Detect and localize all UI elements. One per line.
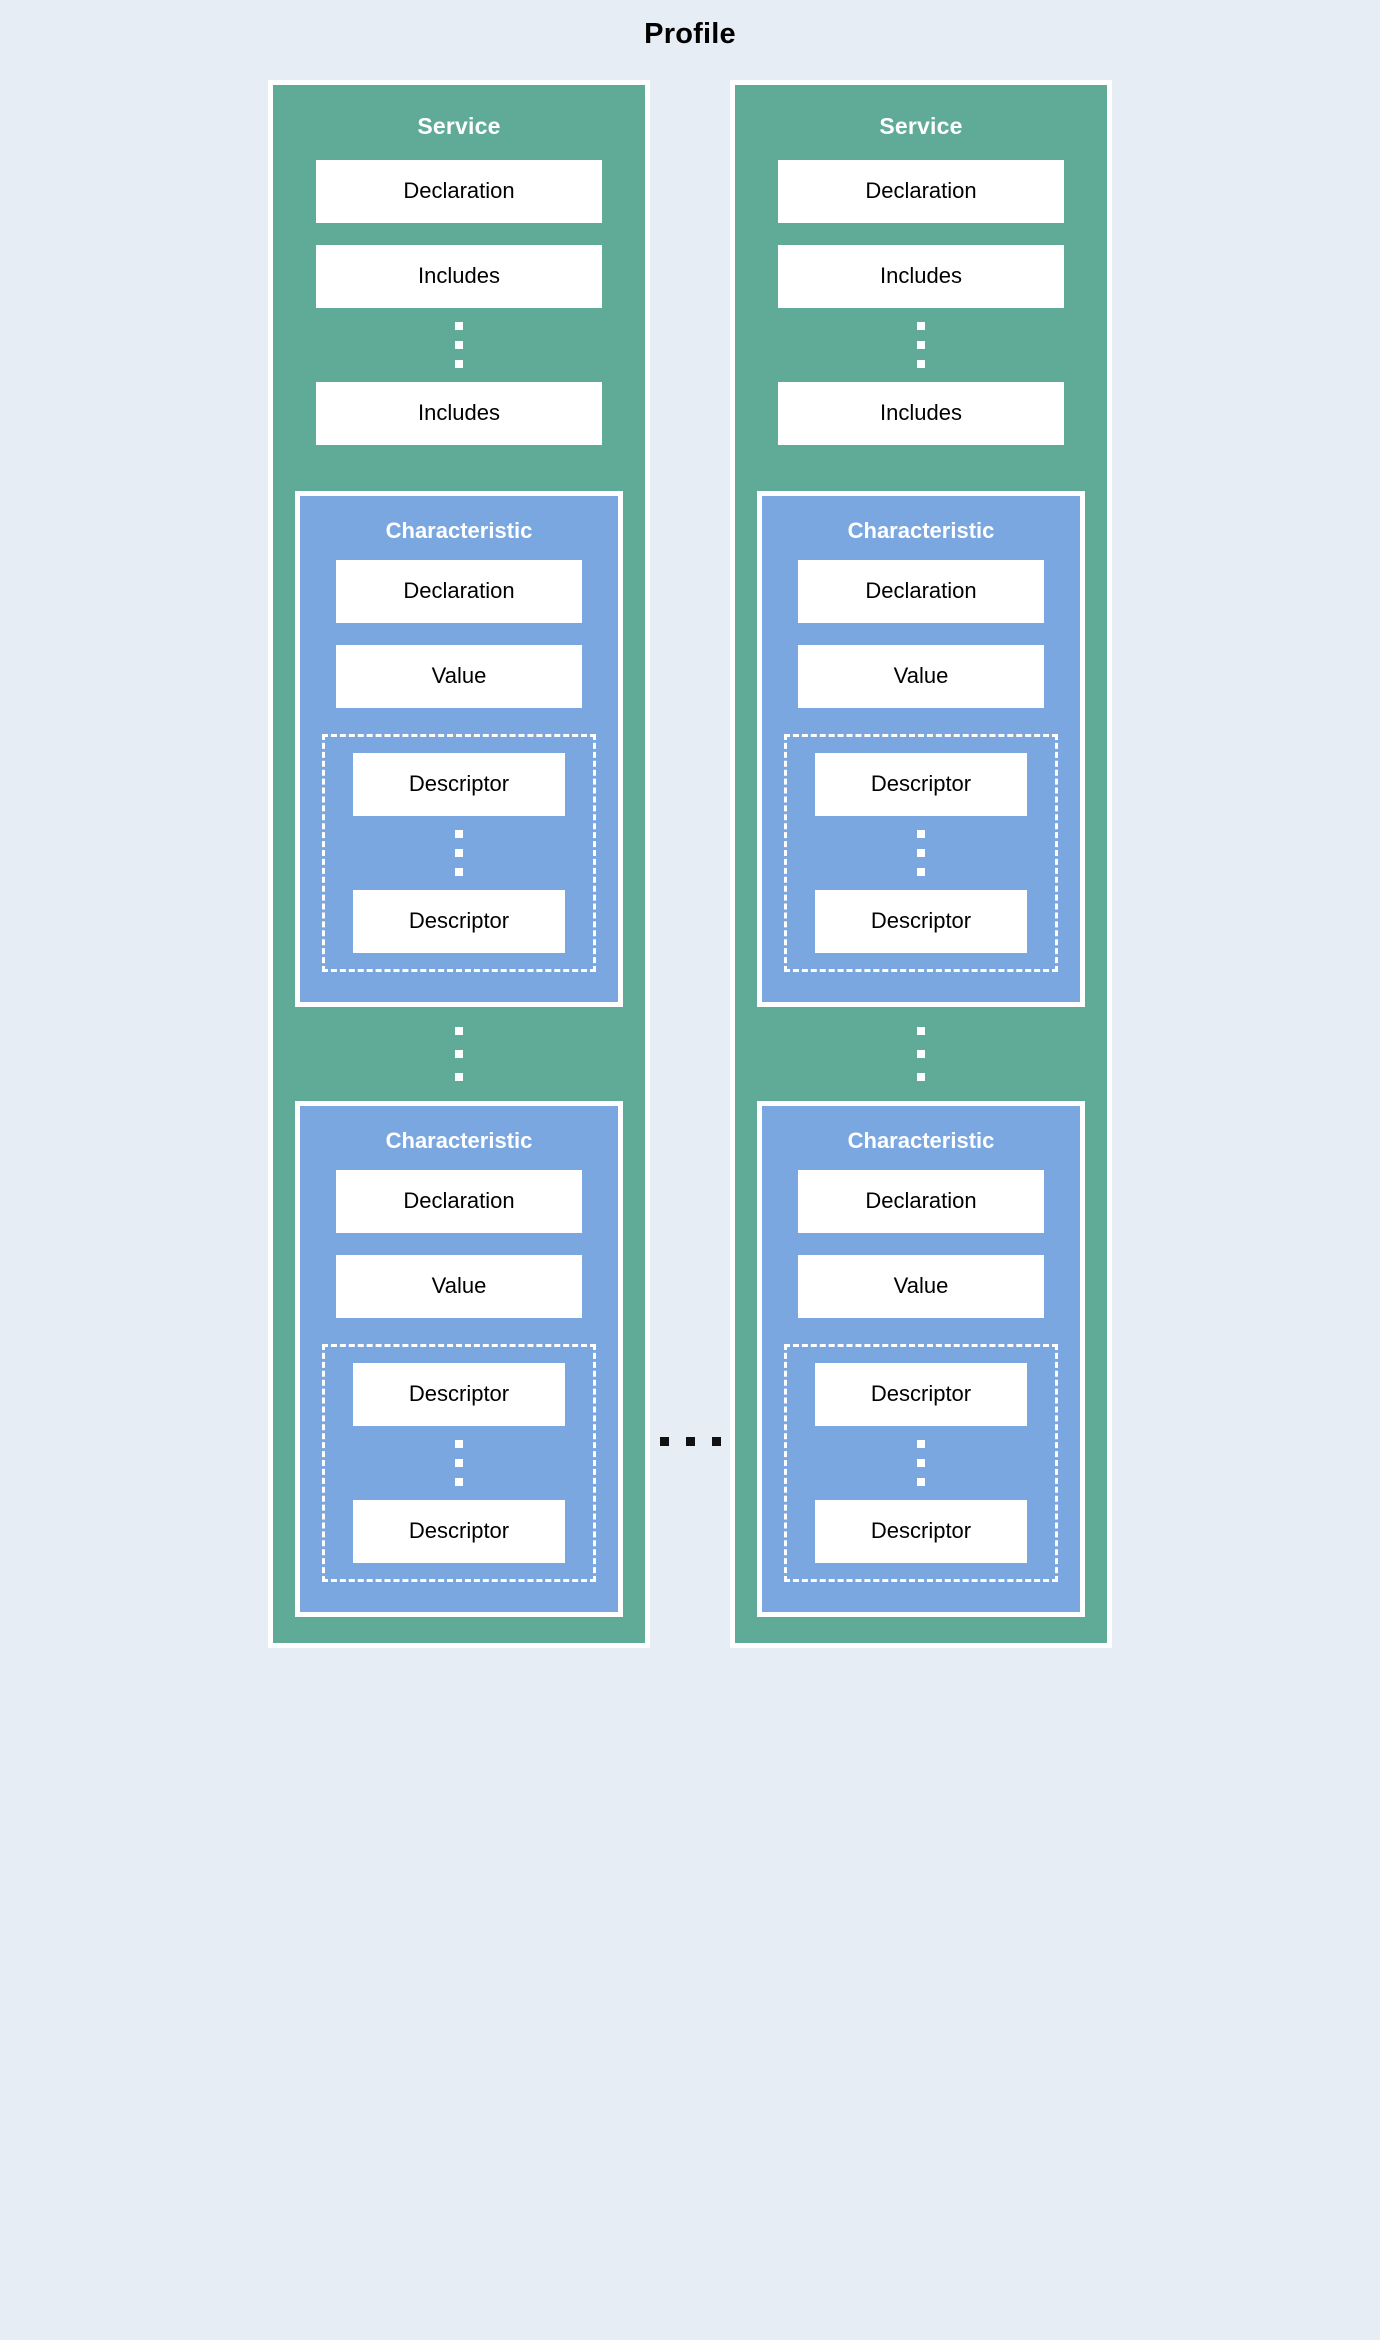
service-box-1[interactable]: Service Declaration Includes Includes Ch… bbox=[268, 80, 650, 1648]
ellipsis-dot bbox=[917, 1050, 925, 1058]
characteristic-value-box[interactable]: Value bbox=[336, 1255, 582, 1318]
spacer bbox=[318, 623, 600, 645]
spacer bbox=[757, 445, 1085, 491]
spacer bbox=[318, 1233, 600, 1255]
descriptor-group: Descriptor Descriptor bbox=[322, 734, 596, 972]
characteristic-box-1[interactable]: Characteristic Declaration Value Descrip… bbox=[295, 491, 623, 1007]
descriptor-group: Descriptor Descriptor bbox=[322, 1344, 596, 1582]
ellipsis-dot bbox=[455, 1478, 463, 1486]
descriptor-group: Descriptor Descriptor bbox=[784, 734, 1058, 972]
ellipsis-dot bbox=[685, 1437, 695, 1446]
ellipsis-dot bbox=[917, 868, 925, 876]
characteristic-declaration-box[interactable]: Declaration bbox=[336, 560, 582, 623]
characteristic-value-box[interactable]: Value bbox=[336, 645, 582, 708]
ellipsis-dot bbox=[659, 1437, 669, 1446]
characteristic-box-2[interactable]: Characteristic Declaration Value Descrip… bbox=[295, 1101, 623, 1617]
ellipsis-dot bbox=[917, 360, 925, 368]
characteristic-ellipsis bbox=[295, 1007, 623, 1101]
horizontal-ellipsis bbox=[650, 1437, 730, 1446]
service-includes-ellipsis bbox=[757, 308, 1085, 382]
ellipsis-dot bbox=[455, 1459, 463, 1467]
ellipsis-dot bbox=[455, 830, 463, 838]
descriptor-box-last[interactable]: Descriptor bbox=[353, 890, 565, 953]
service-includes-box-last[interactable]: Includes bbox=[316, 382, 602, 445]
service-declaration-box[interactable]: Declaration bbox=[778, 160, 1064, 223]
spacer bbox=[295, 223, 623, 245]
descriptor-box-last[interactable]: Descriptor bbox=[353, 1500, 565, 1563]
ellipsis-dot bbox=[917, 341, 925, 349]
ellipsis-dot bbox=[917, 1440, 925, 1448]
descriptor-ellipsis bbox=[339, 816, 579, 890]
ellipsis-dot bbox=[455, 341, 463, 349]
ellipsis-dot bbox=[455, 1050, 463, 1058]
ellipsis-dot bbox=[455, 868, 463, 876]
service-title: Service bbox=[879, 113, 963, 139]
ellipsis-dot bbox=[917, 1459, 925, 1467]
descriptor-box-first[interactable]: Descriptor bbox=[353, 753, 565, 816]
spacer bbox=[295, 445, 623, 491]
ellipsis-dot bbox=[917, 830, 925, 838]
descriptor-box-first[interactable]: Descriptor bbox=[353, 1363, 565, 1426]
spacer bbox=[780, 623, 1062, 645]
descriptor-ellipsis bbox=[339, 1426, 579, 1500]
descriptor-box-last[interactable]: Descriptor bbox=[815, 1500, 1027, 1563]
characteristic-title: Characteristic bbox=[385, 518, 533, 543]
descriptor-box-first[interactable]: Descriptor bbox=[815, 1363, 1027, 1426]
service-includes-box-first[interactable]: Includes bbox=[778, 245, 1064, 308]
spacer bbox=[780, 1233, 1062, 1255]
service-columns: Service Declaration Includes Includes Ch… bbox=[0, 80, 1380, 2300]
characteristic-value-box[interactable]: Value bbox=[798, 645, 1044, 708]
ellipsis-dot bbox=[917, 1073, 925, 1081]
descriptor-ellipsis bbox=[801, 1426, 1041, 1500]
ellipsis-dot bbox=[917, 322, 925, 330]
service-includes-ellipsis bbox=[295, 308, 623, 382]
service-title: Service bbox=[417, 113, 501, 139]
characteristic-title: Characteristic bbox=[847, 1128, 995, 1153]
spacer bbox=[757, 223, 1085, 245]
characteristic-ellipsis bbox=[757, 1007, 1085, 1101]
characteristic-declaration-box[interactable]: Declaration bbox=[798, 1170, 1044, 1233]
service-includes-box-first[interactable]: Includes bbox=[316, 245, 602, 308]
ellipsis-dot bbox=[917, 849, 925, 857]
descriptor-box-last[interactable]: Descriptor bbox=[815, 890, 1027, 953]
characteristic-title: Characteristic bbox=[847, 518, 995, 543]
ellipsis-dot bbox=[455, 360, 463, 368]
characteristic-box-2[interactable]: Characteristic Declaration Value Descrip… bbox=[757, 1101, 1085, 1617]
ellipsis-dot bbox=[455, 1440, 463, 1448]
service-declaration-box[interactable]: Declaration bbox=[316, 160, 602, 223]
service-includes-box-last[interactable]: Includes bbox=[778, 382, 1064, 445]
descriptor-group: Descriptor Descriptor bbox=[784, 1344, 1058, 1582]
characteristic-box-1[interactable]: Characteristic Declaration Value Descrip… bbox=[757, 491, 1085, 1007]
column-separator bbox=[650, 80, 730, 2300]
characteristic-declaration-box[interactable]: Declaration bbox=[336, 1170, 582, 1233]
service-box-2[interactable]: Service Declaration Includes Includes Ch… bbox=[730, 80, 1112, 1648]
ellipsis-dot bbox=[917, 1027, 925, 1035]
page-title: Profile bbox=[644, 18, 736, 50]
ellipsis-dot bbox=[711, 1437, 721, 1446]
ellipsis-dot bbox=[455, 322, 463, 330]
ellipsis-dot bbox=[455, 1073, 463, 1081]
characteristic-declaration-box[interactable]: Declaration bbox=[798, 560, 1044, 623]
descriptor-ellipsis bbox=[801, 816, 1041, 890]
descriptor-box-first[interactable]: Descriptor bbox=[815, 753, 1027, 816]
characteristic-title: Characteristic bbox=[385, 1128, 533, 1153]
characteristic-value-box[interactable]: Value bbox=[798, 1255, 1044, 1318]
ellipsis-dot bbox=[917, 1478, 925, 1486]
ellipsis-dot bbox=[455, 1027, 463, 1035]
ellipsis-dot bbox=[455, 849, 463, 857]
